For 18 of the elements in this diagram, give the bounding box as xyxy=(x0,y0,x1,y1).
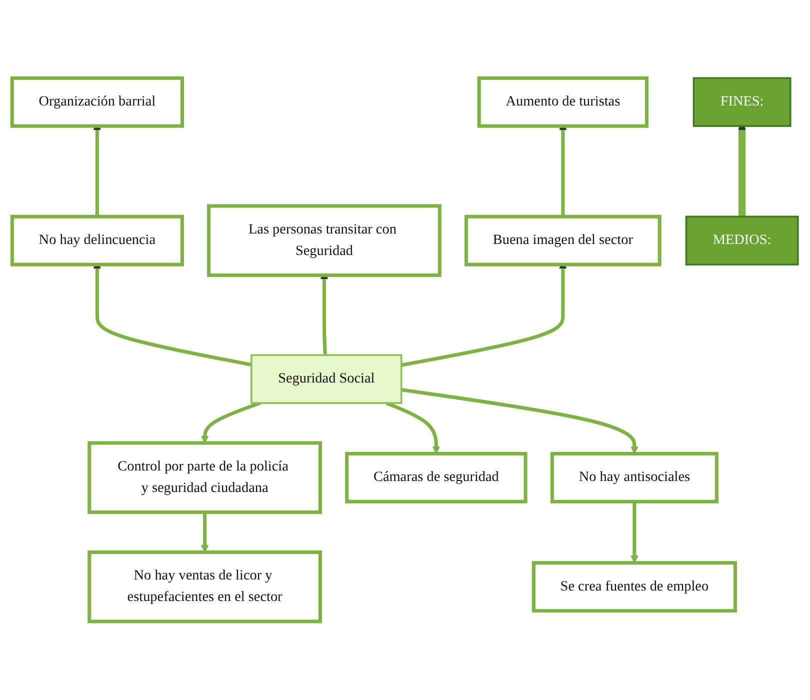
node-box: Se crea fuentes de empleo xyxy=(532,561,737,613)
arrow xyxy=(200,402,261,444)
arrow xyxy=(401,388,638,454)
arrow xyxy=(630,502,638,564)
node-box: Aumento de turistas xyxy=(477,76,649,128)
node-box: Cámaras de seguridad xyxy=(345,452,528,504)
node-box: No hay ventas de licor y estupefacientes en el sector xyxy=(88,550,322,624)
arrow xyxy=(200,512,209,553)
arrow xyxy=(386,402,440,454)
node-box: Buena imagen del sector xyxy=(464,215,662,267)
node-box: No hay delincuencia xyxy=(10,215,184,267)
node-box: FINES: xyxy=(692,77,792,128)
node-box: Organización barrial xyxy=(10,76,184,128)
node-box: MEDIOS: xyxy=(685,216,799,266)
node-box: Control por parte de la policía y seguridad ciudadana xyxy=(88,441,322,514)
node-box: Seguridad Social xyxy=(250,354,402,404)
node-box: Las personas transitar con Seguridad xyxy=(207,204,442,278)
node-box: No hay antisociales xyxy=(550,452,718,504)
